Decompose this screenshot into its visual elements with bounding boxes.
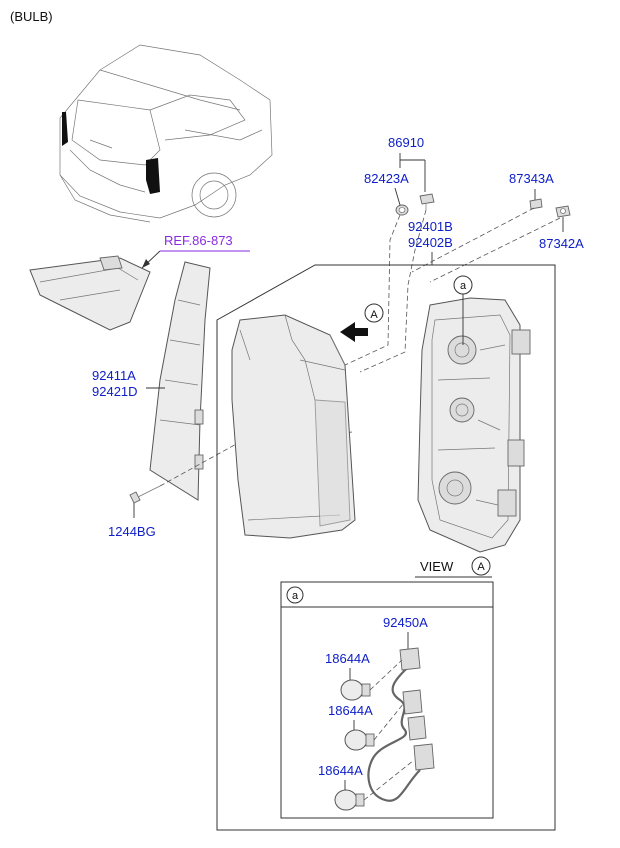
lamp-housing-back-view bbox=[417, 297, 531, 553]
clip-87342a bbox=[555, 205, 571, 218]
label-92401b[interactable]: 92401B bbox=[408, 219, 453, 234]
rear-combination-lamp bbox=[231, 314, 356, 539]
detail-box-marker-label: a bbox=[292, 590, 299, 602]
bulb-3 bbox=[334, 789, 365, 811]
detail-a-marker-label: a bbox=[460, 280, 467, 292]
rear-lamp-left-highlight bbox=[62, 112, 68, 146]
rear-lamp-right-highlight bbox=[146, 158, 160, 194]
main-frame bbox=[216, 264, 556, 831]
label-87343a[interactable]: 87343A bbox=[509, 171, 554, 186]
wiring-harness-92450a bbox=[367, 647, 435, 802]
view-a-marker[interactable] bbox=[364, 303, 384, 323]
label-86910[interactable]: 86910 bbox=[388, 135, 424, 150]
diagram-title: (BULB) bbox=[10, 9, 53, 24]
detail-box bbox=[280, 581, 494, 819]
clip-87343a bbox=[529, 198, 543, 210]
label-92411a[interactable]: 92411A bbox=[92, 368, 136, 383]
ref-label[interactable]: REF.86-873 bbox=[164, 233, 233, 248]
view-caption-marker-label: A bbox=[477, 561, 485, 573]
detail-box-marker bbox=[286, 586, 304, 604]
label-18644a-1[interactable]: 18644A bbox=[325, 651, 370, 666]
label-18644a-3[interactable]: 18644A bbox=[318, 763, 363, 778]
view-caption-marker bbox=[471, 556, 491, 576]
clip-82423a bbox=[395, 204, 409, 216]
view-direction-arrow bbox=[340, 322, 368, 342]
vehicle-illustration bbox=[59, 44, 273, 223]
label-92402b[interactable]: 92402B bbox=[408, 235, 453, 250]
label-92450a[interactable]: 92450A bbox=[383, 615, 428, 630]
label-92421d[interactable]: 92421D bbox=[92, 384, 138, 399]
screw-1244bg bbox=[129, 485, 161, 504]
nut-92401b bbox=[419, 193, 435, 210]
garnish-part bbox=[149, 261, 211, 501]
bulb-1 bbox=[340, 679, 371, 701]
inner-lamp-ref-part bbox=[29, 255, 151, 331]
label-18644a-2[interactable]: 18644A bbox=[328, 703, 373, 718]
label-82423a[interactable]: 82423A bbox=[364, 171, 409, 186]
view-caption: VIEW bbox=[420, 559, 454, 574]
label-1244bg[interactable]: 1244BG bbox=[108, 524, 156, 539]
label-87342a[interactable]: 87342A bbox=[539, 236, 584, 251]
view-a-marker-label: A bbox=[370, 309, 378, 321]
bulb-2 bbox=[344, 729, 375, 751]
